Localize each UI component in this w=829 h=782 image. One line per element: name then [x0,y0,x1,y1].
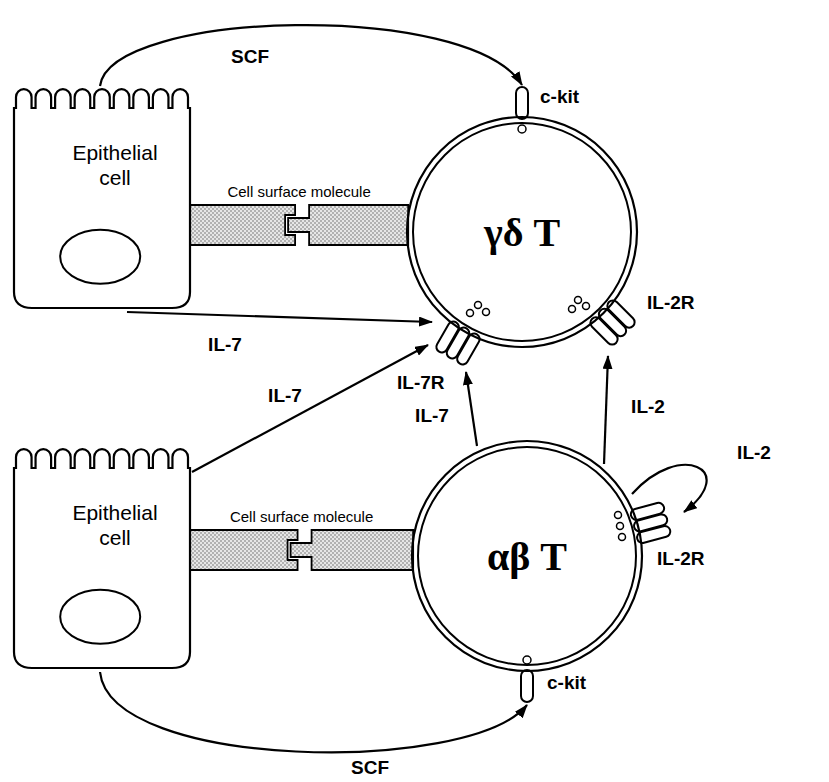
arrow-line [632,465,707,512]
signal-arrow [100,25,522,86]
signal-arrow [192,345,428,472]
vesicle [617,523,624,530]
signal-arrow [100,672,527,752]
signal-arrow [466,372,477,446]
cell-outline [14,89,190,308]
c-kit-receptor [521,670,533,702]
arrow-line [100,25,522,86]
surface-molecule [288,205,408,245]
surface-molecule-bar [190,205,408,245]
receptor-label: IL-7R [395,372,447,393]
arrow-line [604,356,608,464]
cell-label: Epithelial cell [58,140,172,190]
receptor-label: IL-2R [655,548,707,569]
arrow-line [192,345,428,472]
cytokine-label: IL-7 [413,405,451,426]
cell-label: αβ T [410,439,644,673]
receptor-chain [605,298,637,330]
vesicle [523,656,531,664]
vesicle [619,534,626,541]
cytokine-label: IL-7 [206,334,244,355]
receptor-label: IL-2R [645,292,697,313]
il2-receptor [630,502,672,545]
vesicle [615,512,622,519]
cytokine-label: SCF [229,46,271,67]
cytokine-label: SCF [349,757,391,778]
epithelial-outline [12,88,192,310]
epithelial-outline [12,448,192,670]
receptor-chain [455,332,482,367]
vesicle [583,303,590,310]
t-cell: γδ T [405,115,639,349]
cytokine-label: IL-2 [735,442,773,463]
molecule-label: Cell surface molecule [225,183,372,201]
surface-molecule [291,530,414,570]
vesicle [467,310,474,317]
vesicle [575,297,582,304]
epithelial-cell: Epithelial cell [12,448,192,670]
cell-label: Epithelial cell [58,500,172,550]
t-cell: αβ T [410,439,644,673]
arrow-line [127,312,432,322]
molecule-label: Cell surface molecule [228,508,375,526]
signal-arrow [127,312,432,322]
cell-outline [14,449,190,668]
nucleus [60,590,140,644]
arrow-line [466,372,477,446]
arrow-line [100,672,527,752]
c-kit-receptor [516,87,528,119]
epithelial-cell: Epithelial cell [12,88,192,310]
signal-arrow [632,465,707,512]
cytokine-label: IL-7 [266,385,304,406]
cell-label: γδ T [405,115,639,349]
vesicle [483,309,490,316]
vesicle [569,306,576,313]
surface-molecule [190,205,295,245]
vesicle [518,125,526,133]
signal-arrow [604,356,608,464]
nucleus [60,230,140,284]
surface-molecule-bar [190,530,413,570]
vesicle [475,302,482,309]
il2-receptor [588,298,637,347]
receptor-label: c-kit [545,672,588,693]
cytokine-label: IL-2 [629,396,667,417]
receptor-label: c-kit [538,86,581,107]
surface-molecule [190,530,298,570]
